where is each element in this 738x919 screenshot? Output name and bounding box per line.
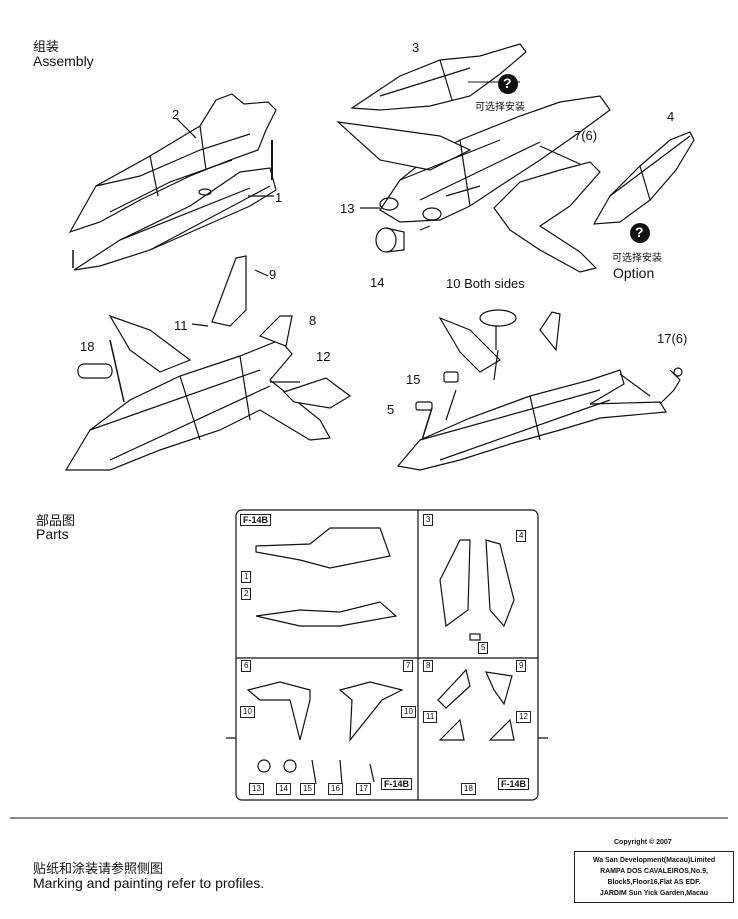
optional-note-1: 可选择安装 (475, 102, 525, 113)
parts-title-zh: 部品图 (36, 514, 76, 529)
sprue-tag-4: 4 (516, 530, 527, 542)
optional-marker-icon (498, 74, 518, 94)
callout-1: 1 (275, 190, 283, 205)
company-address-box: Wa San Development(Macau)Limited RAMPA D… (574, 851, 734, 903)
callout-4: 4 (667, 109, 675, 124)
footer-note-en: Marking and painting refer to profiles. (33, 875, 265, 891)
sprue-model-tag-3: F-14B (498, 778, 530, 790)
callout-3: 3 (412, 40, 420, 55)
option-label: Option (613, 265, 655, 281)
callout-18: 18 (80, 339, 95, 354)
sprue-tag-3: 3 (423, 514, 434, 526)
company-line-2: RAMPA DOS CAVALEIROS,No.9, (600, 868, 708, 875)
assembly-title-en: Assembly (33, 53, 94, 69)
fuselage-upper-part (68, 93, 277, 234)
sprue-tag-10b: 10 (401, 706, 416, 718)
sprue-model-tag-2: F-14B (381, 778, 413, 790)
sprue-tag-2: 2 (241, 588, 252, 600)
sprue-tag-1: 1 (241, 571, 252, 583)
question-mark-2: ? (635, 224, 644, 240)
optional-note-2: 可选择安装 (612, 253, 662, 264)
callout-12: 12 (316, 349, 331, 364)
sprue-tag-8: 8 (423, 660, 434, 672)
callout-13: 13 (340, 201, 355, 216)
wing-part-7 (493, 161, 601, 273)
callout-8: 8 (309, 313, 317, 328)
sprue-tag-12: 12 (516, 711, 531, 723)
callout-10: 10 Both sides (446, 276, 525, 291)
sprue-model-tag: F-14B (240, 514, 272, 526)
callout-7-6: 7(6) (574, 128, 598, 143)
footer-note-zh: 贴纸和涂装请参照侧图 (33, 862, 164, 877)
sprue-tag-15: 15 (300, 783, 315, 795)
callout-5: 5 (387, 402, 395, 417)
copyright: Copyright © 2007 (614, 839, 672, 846)
intake-part-3 (350, 43, 527, 111)
assembly-title-zh: 组装 (33, 40, 60, 55)
sprue-tag-14: 14 (276, 783, 291, 795)
sprue-tag-9: 9 (516, 660, 527, 672)
question-mark-1: ? (503, 75, 512, 91)
optional-marker-icon (630, 223, 650, 243)
callout-14: 14 (370, 275, 385, 290)
sprue-tag-6: 6 (241, 660, 252, 672)
callout-15: 15 (406, 372, 421, 387)
parts-title-en: Parts (36, 526, 69, 542)
exhaust-part-14 (375, 227, 397, 253)
sprue-tag-5: 5 (478, 642, 489, 654)
sprue-tag-10a: 10 (240, 706, 255, 718)
callout-9: 9 (269, 267, 277, 282)
sprue-frame (226, 509, 548, 801)
main-fuselage (336, 95, 611, 223)
callout-17-6: 17(6) (657, 331, 688, 346)
fuselage-lower-part (73, 167, 277, 271)
sprue-tag-17: 17 (356, 783, 371, 795)
sprue-tag-18: 18 (461, 783, 476, 795)
company-line-1: Wa San Development(Macau)Limited (592, 857, 716, 864)
sprue-tag-7: 7 (403, 660, 414, 672)
company-line-3: Block5,Floor16,Flat AS EDF. (607, 879, 701, 886)
aircraft-view-step4 (396, 309, 683, 471)
aircraft-view-step3 (64, 255, 352, 471)
company-line-4: JARDIM Sun Yick Garden,Macau (599, 890, 709, 897)
callout-11: 11 (174, 318, 188, 333)
sprue-tag-16: 16 (328, 783, 343, 795)
sprue-tag-13: 13 (249, 783, 264, 795)
callout-2: 2 (172, 107, 180, 122)
sprue-tag-11: 11 (423, 711, 438, 723)
part-4 (592, 131, 695, 225)
